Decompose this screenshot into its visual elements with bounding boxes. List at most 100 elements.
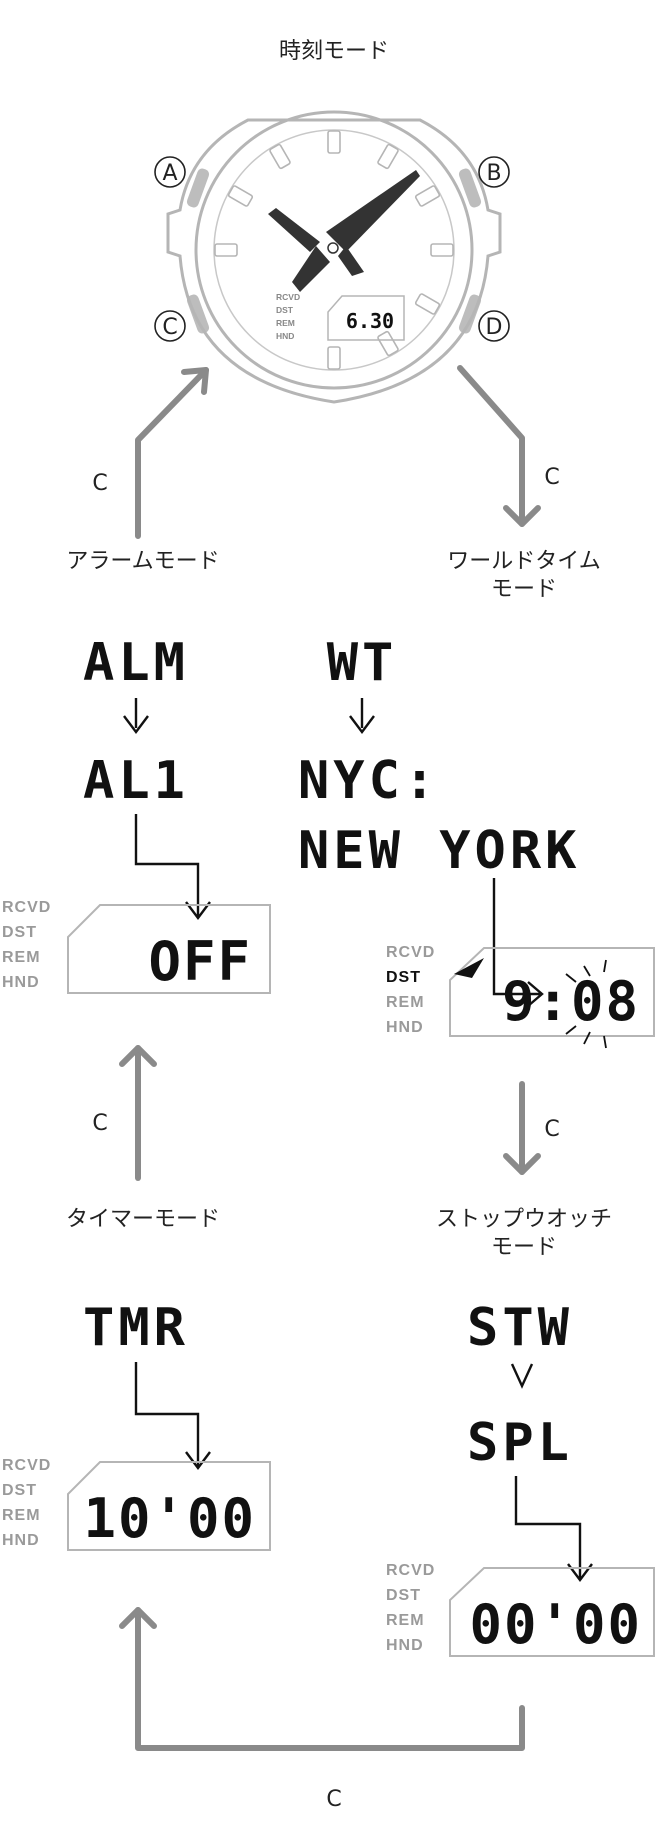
alarm-arrow-2: [134, 814, 211, 920]
arrow-timer-to-alarm-head: [119, 1045, 157, 1067]
watch-indicator-dst: DST: [276, 305, 294, 315]
hour-marker: [414, 293, 441, 315]
hour-marker: [327, 130, 341, 154]
watch-dial: [213, 129, 455, 371]
alarm-screen-alm: ALM: [83, 633, 189, 693]
worldtime-indicator-dst: DST: [386, 969, 421, 986]
worldtime-indicator-rcvd: RCVD: [386, 944, 435, 961]
c-label-time-to-worldtime: C: [544, 465, 559, 490]
watch-indicator-hnd: HND: [276, 331, 294, 341]
hour-marker: [377, 143, 399, 170]
alarm-indicator-rem: REM: [2, 949, 41, 966]
worldtime-screen-city-code: NYC:: [298, 751, 439, 811]
hour-hand: [268, 208, 320, 252]
arrow-alarm-to-time-head: [181, 367, 209, 395]
button-c-icon: [154, 310, 186, 342]
button-labels: A B C D: [154, 156, 510, 342]
minute-hand: [326, 170, 420, 252]
stopwatch-screen-spl: SPL: [467, 1413, 573, 1473]
watch-case: [166, 118, 502, 404]
worldtime-screen-city-name: NEW YORK: [298, 821, 580, 881]
watch-bezel: [194, 110, 474, 390]
hour-marker: [227, 185, 254, 207]
c-label-timer-to-alarm: C: [92, 1111, 107, 1136]
button-d-label: D: [486, 315, 503, 340]
worldtime-mode-name-line2: モード: [491, 577, 557, 602]
alarm-indicator-hnd: HND: [2, 974, 40, 991]
alarm-lcd-value: OFF: [148, 930, 252, 993]
arrow-worldtime-to-stopwatch-head: [503, 1153, 541, 1175]
worldtime-indicator-hnd: HND: [386, 1019, 424, 1036]
stopwatch-lcd-frame: [449, 1567, 655, 1657]
timer-mode-name: タイマーモード: [66, 1207, 220, 1232]
button-a-label: A: [162, 161, 177, 186]
hand-pivot: [327, 242, 339, 254]
watch-illustration: 6.30 RCVD DST REM HND: [166, 110, 502, 404]
arrow-time-to-worldtime: [457, 365, 525, 527]
button-a-lug: [186, 168, 210, 208]
watch-indicator-rem: REM: [276, 318, 295, 328]
hour-marker: [214, 243, 238, 257]
watch-indicator-rcvd: RCVD: [276, 292, 300, 302]
worldtime-mode-name-line1: ワールドタイム: [447, 549, 601, 574]
worldtime-lcd-value: 9:08: [502, 970, 640, 1033]
timer-screen-tmr: TMR: [83, 1298, 189, 1358]
arrow-stopwatch-to-timer-head: [119, 1607, 157, 1629]
timer-indicator-dst: DST: [2, 1482, 37, 1499]
timer-indicator-hnd: HND: [2, 1532, 40, 1549]
worldtime-indicator-rem: REM: [386, 994, 425, 1011]
worldtime-lcd-frame: [449, 947, 655, 1037]
alarm-indicator-dst: DST: [2, 924, 37, 941]
stopwatch-indicator-hnd: HND: [386, 1637, 424, 1654]
stopwatch-indicator-rem: REM: [386, 1612, 425, 1629]
stopwatch-mode-name-line2: モード: [491, 1235, 557, 1260]
worldtime-screen-wt: WT: [327, 633, 398, 693]
timer-indicator-rem: REM: [2, 1507, 41, 1524]
alarm-arrow-1: [123, 698, 149, 734]
alarm-lcd-frame: [67, 904, 271, 994]
stopwatch-screen-stw: STW: [467, 1298, 573, 1358]
timer-indicator-rcvd: RCVD: [2, 1457, 51, 1474]
flashing-rays-icon: [565, 959, 607, 1049]
c-label-worldtime-to-stopwatch: C: [544, 1117, 559, 1142]
button-d-lug: [458, 294, 482, 334]
hour-marker: [327, 346, 341, 370]
button-c-lug: [186, 294, 210, 334]
c-label-stopwatch-to-timer: C: [326, 1787, 341, 1812]
worldtime-arrow-1: [349, 698, 375, 734]
arrow-stopwatch-to-timer: [135, 1607, 525, 1751]
hand-tail-left: [292, 246, 330, 292]
hand-tail-right: [338, 246, 364, 276]
timer-lcd-value: 10'00: [83, 1487, 256, 1550]
watch-lcd-frame: [327, 295, 405, 341]
watch-lcd-value: 6.30: [346, 309, 394, 333]
hour-marker: [269, 143, 291, 170]
button-c-label: C: [162, 315, 177, 340]
arrow-alarm-to-time: [135, 367, 209, 539]
button-a-icon: [154, 156, 186, 188]
button-b-icon: [478, 156, 510, 188]
stopwatch-arrow-2: [514, 1476, 593, 1582]
dst-flag-icon: [454, 958, 484, 978]
arrow-time-to-worldtime-head: [503, 505, 541, 527]
alarm-screen-al1: AL1: [83, 751, 189, 811]
alarm-mode-name: アラームモード: [66, 549, 219, 574]
c-label-alarm-to-time: C: [92, 471, 107, 496]
button-b-label: B: [486, 161, 501, 186]
hour-marker: [377, 330, 399, 357]
stopwatch-mode-name-line1: ストップウオッチ: [436, 1207, 612, 1232]
alarm-indicator-rcvd: RCVD: [2, 899, 51, 916]
stopwatch-indicator-dst: DST: [386, 1587, 421, 1604]
hour-marker: [414, 185, 441, 207]
stopwatch-indicator-rcvd: RCVD: [386, 1562, 435, 1579]
worldtime-arrow-2: [492, 878, 544, 1007]
timer-lcd-frame: [67, 1461, 271, 1551]
button-d-icon: [478, 310, 510, 342]
stopwatch-lcd-value: 00'00: [469, 1593, 642, 1656]
stopwatch-arrow-1: [510, 1363, 534, 1389]
hour-marker: [430, 243, 454, 257]
timer-arrow-1: [134, 1362, 211, 1470]
button-b-lug: [458, 168, 482, 208]
